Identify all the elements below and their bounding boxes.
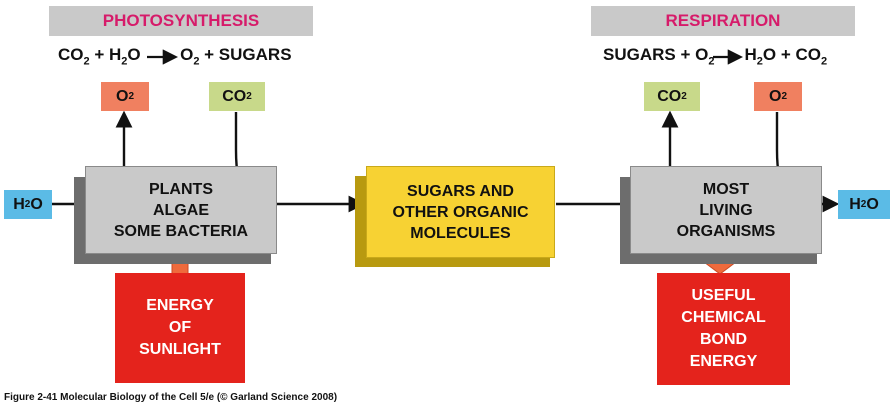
respiration-header: RESPIRATION	[591, 6, 855, 36]
respiration-title: RESPIRATION	[665, 11, 781, 30]
figure-caption: Figure 2-41 Molecular Biology of the Cel…	[4, 392, 338, 403]
sugars-organic-molecules-box: SUGARS AND OTHER ORGANIC MOLECULES	[366, 166, 555, 258]
photosynthesis-header: PHOTOSYNTHESIS	[49, 6, 313, 36]
photosynthesis-equation: CO2 + H2O O2 + SUGARS	[58, 45, 292, 68]
photosynthesis-title: PHOTOSYNTHESIS	[102, 11, 260, 30]
energy-of-sunlight-box: ENERGY OF SUNLIGHT	[115, 273, 245, 383]
most-living-organisms-box: MOST LIVING ORGANISMS	[630, 166, 822, 254]
plants-algae-bacteria-box: PLANTS ALGAE SOME BACTERIA	[85, 166, 277, 254]
useful-chemical-bond-energy-box: USEFUL CHEMICAL BOND ENERGY	[657, 273, 790, 385]
